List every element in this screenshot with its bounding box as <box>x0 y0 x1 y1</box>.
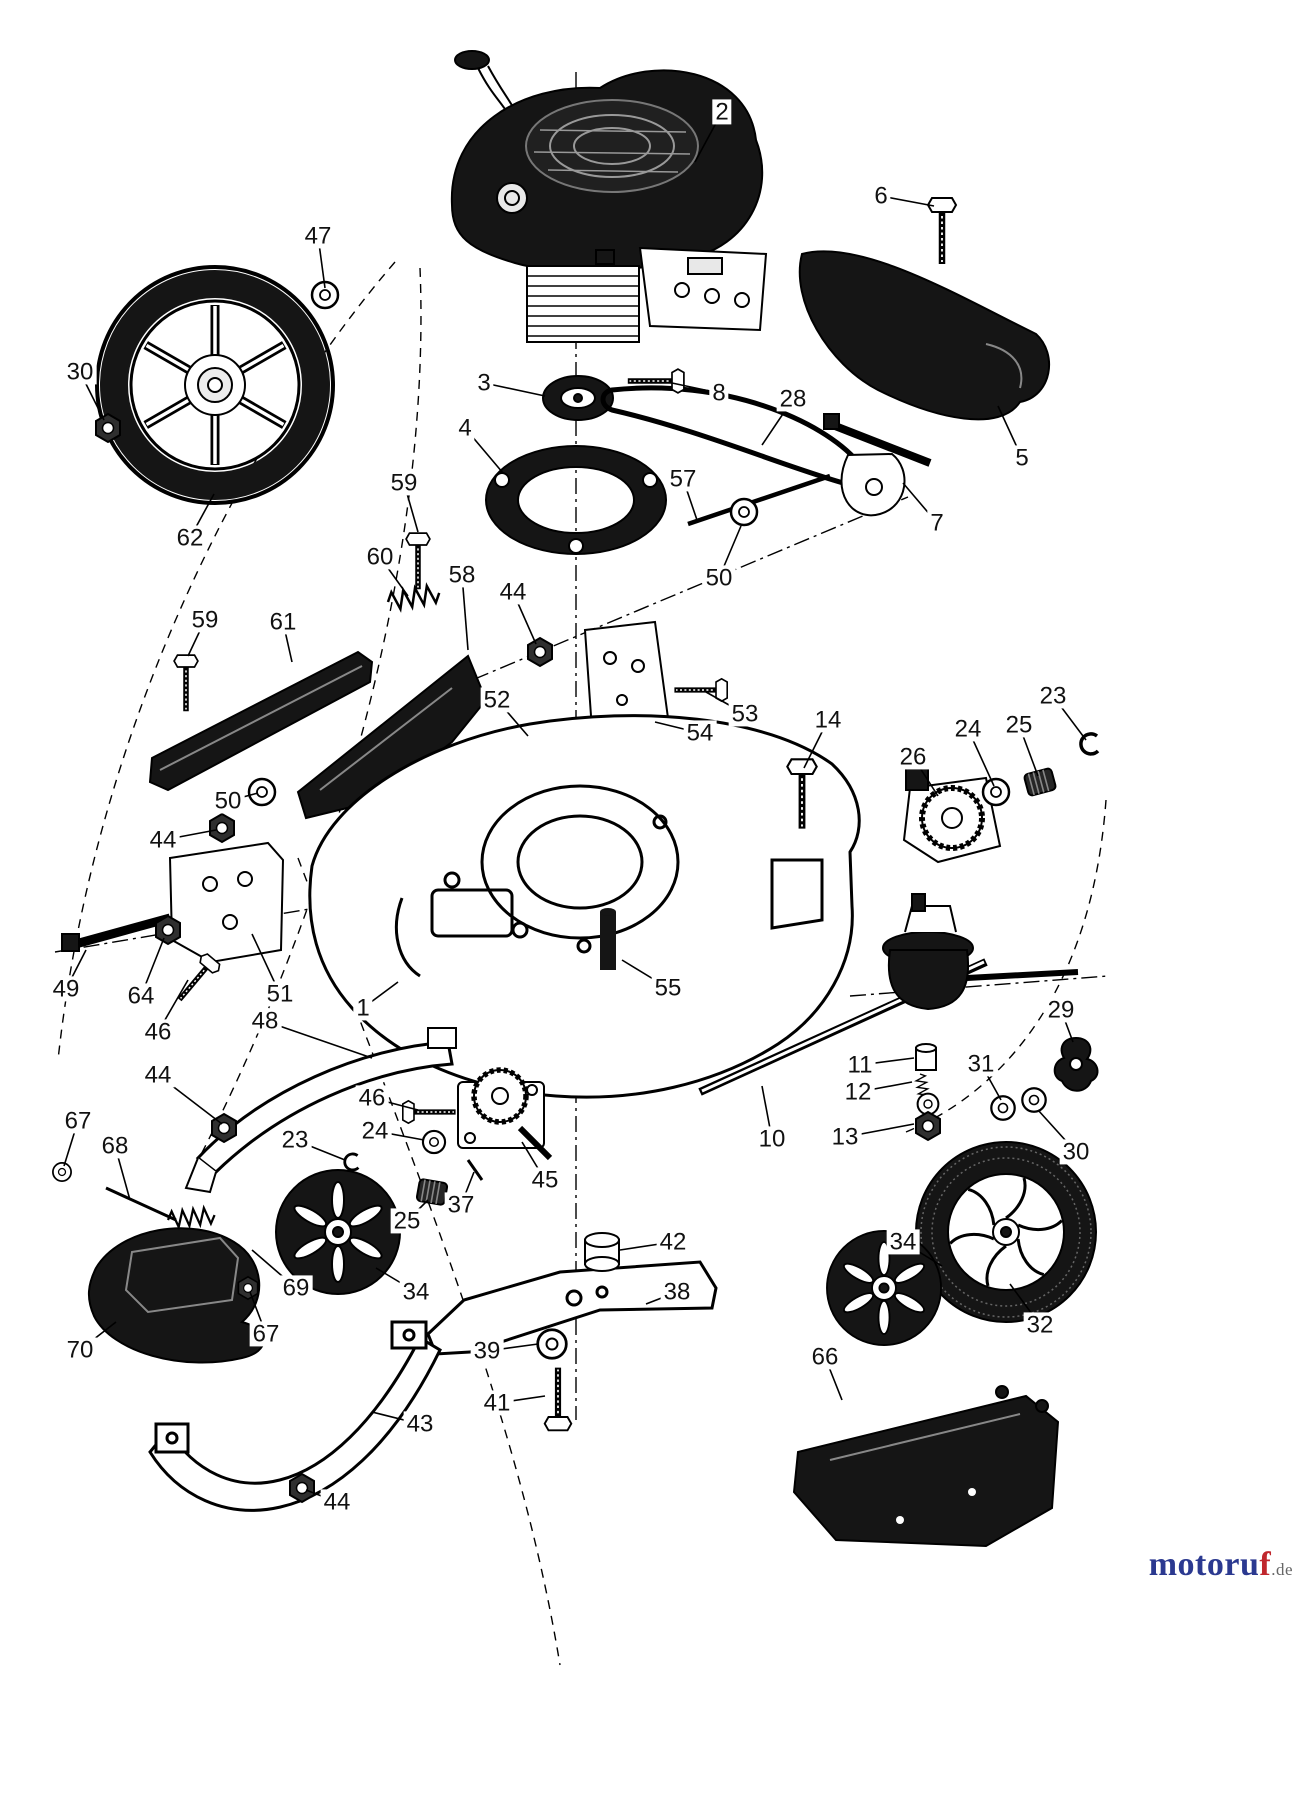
right-gear-drawing <box>902 757 1002 864</box>
wheel-cover-right-drawing <box>826 1230 942 1346</box>
part-callout-64: 64 <box>124 983 158 1009</box>
part-callout-50: 50 <box>211 788 245 814</box>
part-callout-47: 47 <box>301 223 335 249</box>
part-callout-44: 44 <box>141 1062 175 1088</box>
part-callout-46: 46 <box>355 1085 389 1111</box>
part-callout-26: 26 <box>896 744 930 770</box>
brand-logo[interactable]: motoruf.de <box>1149 1548 1293 1582</box>
part-callout-1: 1 <box>353 995 373 1021</box>
part-callout-13: 13 <box>828 1124 862 1150</box>
part-callout-24: 24 <box>358 1118 392 1144</box>
part-callout-49: 49 <box>49 976 83 1002</box>
part-callout-42: 42 <box>656 1229 690 1255</box>
part-callout-7: 7 <box>927 510 947 536</box>
part-callout-45: 45 <box>528 1167 562 1193</box>
part-callout-52: 52 <box>480 687 514 713</box>
curved-baffle-drawing <box>148 1320 442 1512</box>
part-callout-68: 68 <box>98 1133 132 1159</box>
axle-arm-drawing <box>823 413 932 517</box>
part-callout-38: 38 <box>660 1279 694 1305</box>
blade-adapter-drawing <box>584 1232 620 1272</box>
front-wheel-drawing <box>95 265 335 505</box>
part-callout-67: 67 <box>249 1321 283 1347</box>
spindle-drawing <box>457 1067 553 1161</box>
rear-wheel-drawing <box>915 1141 1097 1323</box>
part-callout-25: 25 <box>1002 712 1036 738</box>
part-callout-59: 59 <box>188 607 222 633</box>
blade-drawing <box>426 1260 718 1356</box>
part-callout-48: 48 <box>248 1008 282 1034</box>
part-callout-12: 12 <box>841 1079 875 1105</box>
part-callout-24: 24 <box>951 716 985 742</box>
left-adjuster-drawing <box>61 841 285 964</box>
part-callout-58: 58 <box>445 562 479 588</box>
gearbox-drawing <box>698 893 1079 1096</box>
engine-drawing <box>450 50 768 343</box>
part-callout-29: 29 <box>1044 997 1078 1023</box>
part-callout-23: 23 <box>278 1127 312 1153</box>
part-callout-6: 6 <box>871 183 891 209</box>
part-callout-60: 60 <box>363 544 397 570</box>
part-callout-14: 14 <box>811 707 845 733</box>
shaft-57-drawing <box>687 473 831 527</box>
part-callout-59: 59 <box>387 470 421 496</box>
leader-line-3 <box>483 382 546 397</box>
part-callout-46: 46 <box>141 1019 175 1045</box>
wheel-cover-left-drawing <box>275 1169 401 1295</box>
rod-68-drawing <box>105 1186 177 1222</box>
support-arm-drawing <box>184 1027 457 1194</box>
ring-mount-drawing <box>484 445 668 555</box>
pin-37-drawing <box>466 1159 484 1181</box>
part-callout-50: 50 <box>702 565 736 591</box>
part-callout-30: 30 <box>1059 1139 1093 1165</box>
part-callout-41: 41 <box>480 1390 514 1416</box>
logo-main: motoru <box>1148 1546 1260 1583</box>
part-callout-39: 39 <box>470 1338 504 1364</box>
part-callout-5: 5 <box>1012 445 1032 471</box>
part-callout-57: 57 <box>666 466 700 492</box>
cover-58-drawing <box>296 654 488 820</box>
part-callout-31: 31 <box>964 1051 998 1077</box>
part-callout-54: 54 <box>683 720 717 746</box>
part-callout-11: 11 <box>844 1052 876 1078</box>
part-callout-55: 55 <box>651 975 685 1001</box>
part-callout-25: 25 <box>390 1208 424 1234</box>
baffle-61-drawing <box>148 650 374 792</box>
part-callout-67: 67 <box>61 1108 95 1134</box>
part-callout-61: 61 <box>266 609 300 635</box>
part-callout-37: 37 <box>444 1192 478 1218</box>
part-callout-10: 10 <box>755 1126 789 1152</box>
part-callout-30: 30 <box>63 359 97 385</box>
deflector-66-drawing <box>792 1385 1060 1548</box>
logo-suffix: .de <box>1271 1560 1293 1579</box>
part-callout-66: 66 <box>808 1344 842 1370</box>
part-callout-70: 70 <box>63 1337 97 1363</box>
part-callout-28: 28 <box>776 386 810 412</box>
part-callout-69: 69 <box>279 1275 313 1301</box>
belt-cover-drawing <box>798 250 1050 421</box>
part-callout-34: 34 <box>399 1279 433 1305</box>
logo-accent: f <box>1259 1546 1272 1583</box>
part-callout-8: 8 <box>709 380 729 406</box>
part-callout-44: 44 <box>146 827 180 853</box>
part-callout-23: 23 <box>1036 683 1070 709</box>
bushing-11-drawing <box>915 1043 937 1071</box>
part-callout-44: 44 <box>496 579 530 605</box>
part-callout-62: 62 <box>173 525 207 551</box>
star-knob-drawing <box>1053 1036 1099 1092</box>
part-callout-32: 32 <box>1023 1312 1057 1338</box>
part-callout-3: 3 <box>474 370 494 396</box>
deck-drawing <box>308 714 861 1099</box>
part-callout-44: 44 <box>320 1489 354 1515</box>
part-callout-4: 4 <box>455 415 475 441</box>
part-callout-53: 53 <box>728 701 762 727</box>
part-callout-2: 2 <box>712 99 732 125</box>
part-callout-34: 34 <box>886 1229 920 1255</box>
leader-line-48 <box>264 1020 373 1059</box>
mulch-cover-drawing <box>88 1227 265 1364</box>
part-callout-51: 51 <box>263 981 297 1007</box>
part-callout-43: 43 <box>403 1411 437 1437</box>
